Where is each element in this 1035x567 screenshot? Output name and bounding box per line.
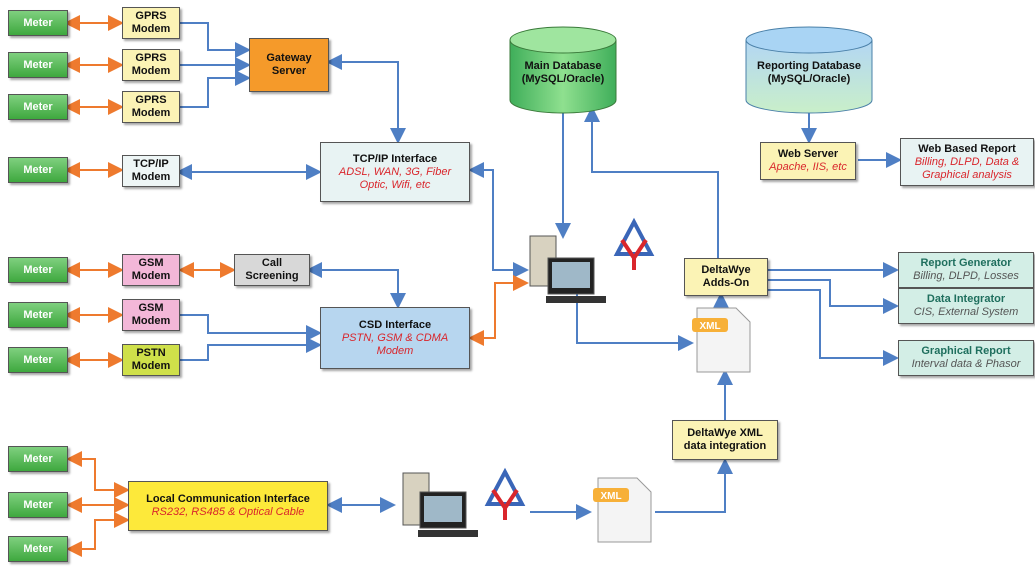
csd-interface: CSD Interface PSTN, GSM & CDMA Modem <box>320 307 470 369</box>
local-computer-icon <box>402 472 478 537</box>
meter-box: Meter <box>8 302 68 328</box>
main-database-label: Main Database(MySQL/Oracle) <box>521 60 605 85</box>
reporting-database-cylinder <box>745 26 873 114</box>
meter-box: Meter <box>8 52 68 78</box>
meter-box: Meter <box>8 10 68 36</box>
deltawye-logo-icon <box>613 217 655 270</box>
data-integrator: Data Integrator CIS, External System <box>898 288 1034 324</box>
meter-box: Meter <box>8 446 68 472</box>
xml-file-icon <box>692 307 751 373</box>
server-computer-icon <box>529 235 606 303</box>
xml-file-icon <box>593 477 652 543</box>
xml-badge: XML <box>600 491 621 502</box>
graphical-report: Graphical Report Interval data & Phasor <box>898 340 1034 376</box>
report-generator: Report Generator Billing, DLPD, Losses <box>898 252 1034 288</box>
tcpip-interface: TCP/IP Interface ADSL, WAN, 3G, Fiber Op… <box>320 142 470 202</box>
meter-box: Meter <box>8 157 68 183</box>
meter-box: Meter <box>8 94 68 120</box>
meter-box: Meter <box>8 492 68 518</box>
web-server: Web Server Apache, IIS, etc <box>760 142 856 180</box>
meter-box: Meter <box>8 536 68 562</box>
web-based-report: Web Based Report Billing, DLPD, Data & G… <box>900 138 1034 186</box>
main-database-cylinder <box>509 26 617 114</box>
xml-badge: XML <box>699 321 720 332</box>
meter-box: Meter <box>8 257 68 283</box>
local-communication-interface: Local Communication Interface RS232, RS4… <box>128 481 328 531</box>
reporting-database-label: Reporting Database(MySQL/Oracle) <box>757 60 861 85</box>
meter-box: Meter <box>8 347 68 373</box>
deltawye-logo-icon <box>484 467 526 520</box>
